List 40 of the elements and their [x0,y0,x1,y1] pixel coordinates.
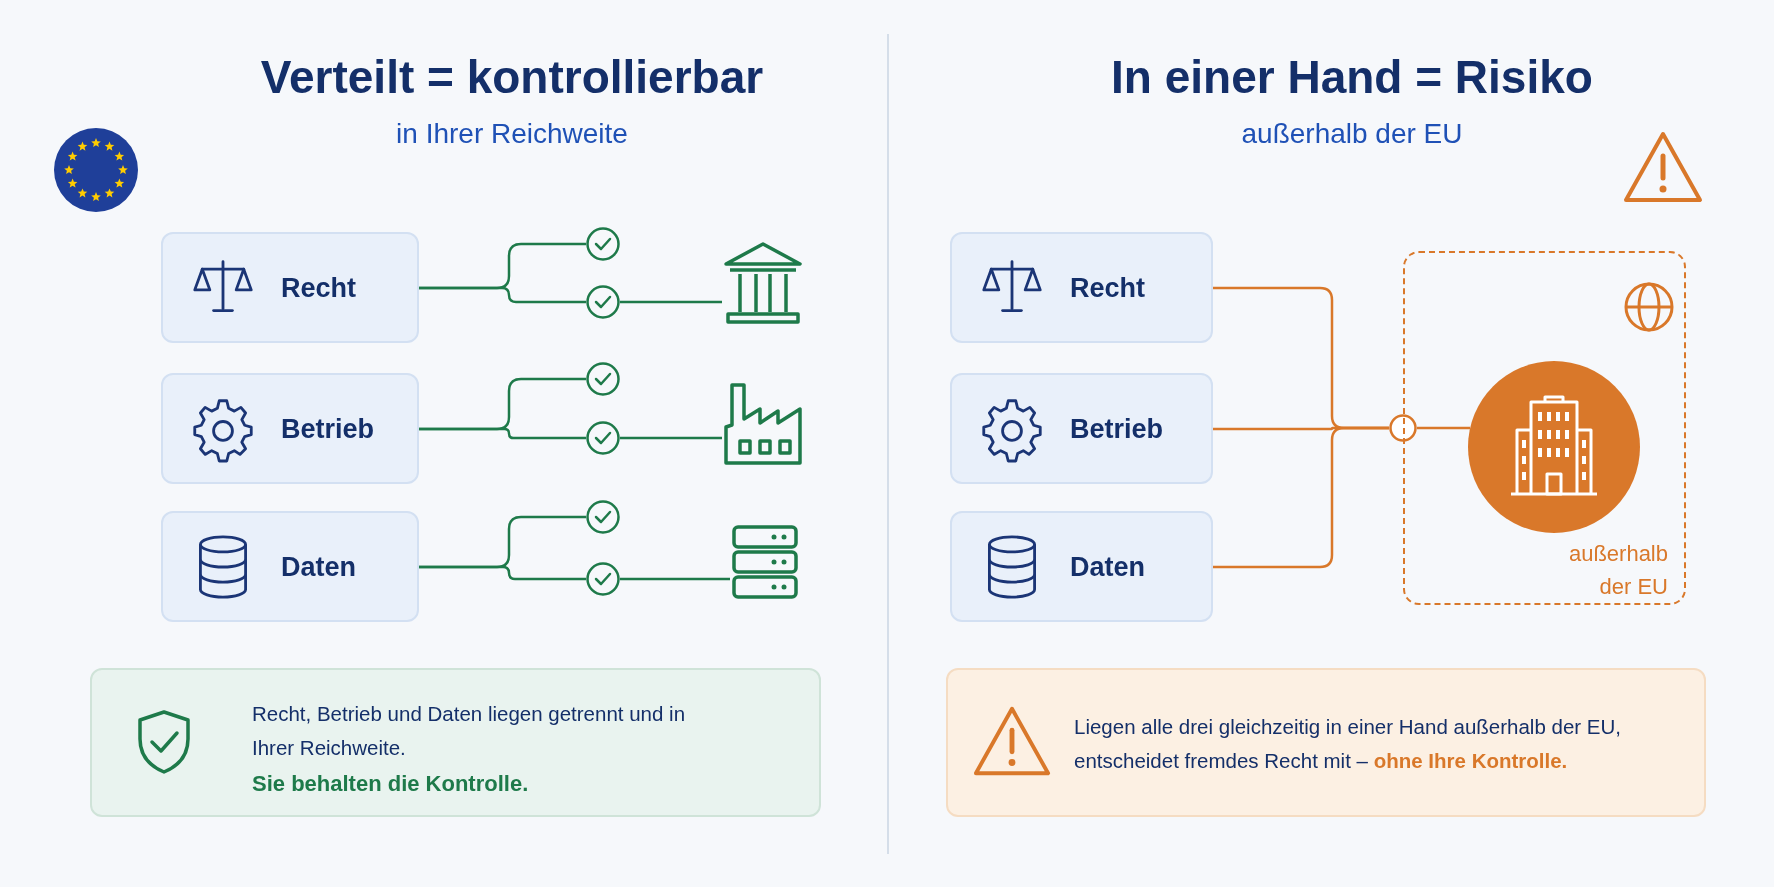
connector-line [419,427,586,440]
factory-icon [722,381,804,467]
category-card [950,232,1213,343]
junction-circle [1389,414,1417,442]
subheading: außerhalb der EU [1240,118,1464,150]
category-card [161,232,419,343]
check-icon [586,227,620,261]
heading: In einer Hand = Risiko [1110,50,1594,104]
check-icon [586,285,620,319]
check-icon [586,421,620,455]
connector-line [1213,426,1389,569]
subheading: in Ihrer Reichweite [395,118,629,150]
info-text: Recht, Betrieb und Daten liegen getrennt und in Ihrer Reichweite. [252,701,687,761]
conclusion-text: Sie behalten die Kontrolle. [252,770,529,798]
category-card [950,373,1213,484]
connector-line [419,565,586,581]
dashed-region [1403,251,1686,605]
info-panel [90,668,821,817]
category-card [950,511,1213,622]
connector-line [1417,426,1470,430]
connector-line [620,436,722,440]
card-label: Recht [1070,272,1145,303]
heading: Verteilt = kontrollierbar [259,50,765,104]
check-icon [586,562,620,596]
category-card [161,373,419,484]
warning-panel [946,668,1706,817]
card-label: Betrieb [281,413,375,444]
card-label: Daten [1070,551,1145,582]
region-label: außerhalb der EU [1567,540,1668,601]
warning-text: Liegen alle drei gleichzeitig in einer Hand außerhalb der EU, entscheidet fremdes Recht mit – ohne Ihre Kontrolle. [1074,714,1622,774]
connector-line [419,286,586,304]
connector-line [620,300,722,304]
check-icon [586,362,620,396]
category-card [161,511,419,622]
card-label: Recht [281,272,356,303]
card-label: Betrieb [1070,413,1164,444]
connector-line [620,577,730,581]
card-label: Daten [281,551,356,582]
check-icon [586,500,620,534]
server-icon [730,523,800,601]
